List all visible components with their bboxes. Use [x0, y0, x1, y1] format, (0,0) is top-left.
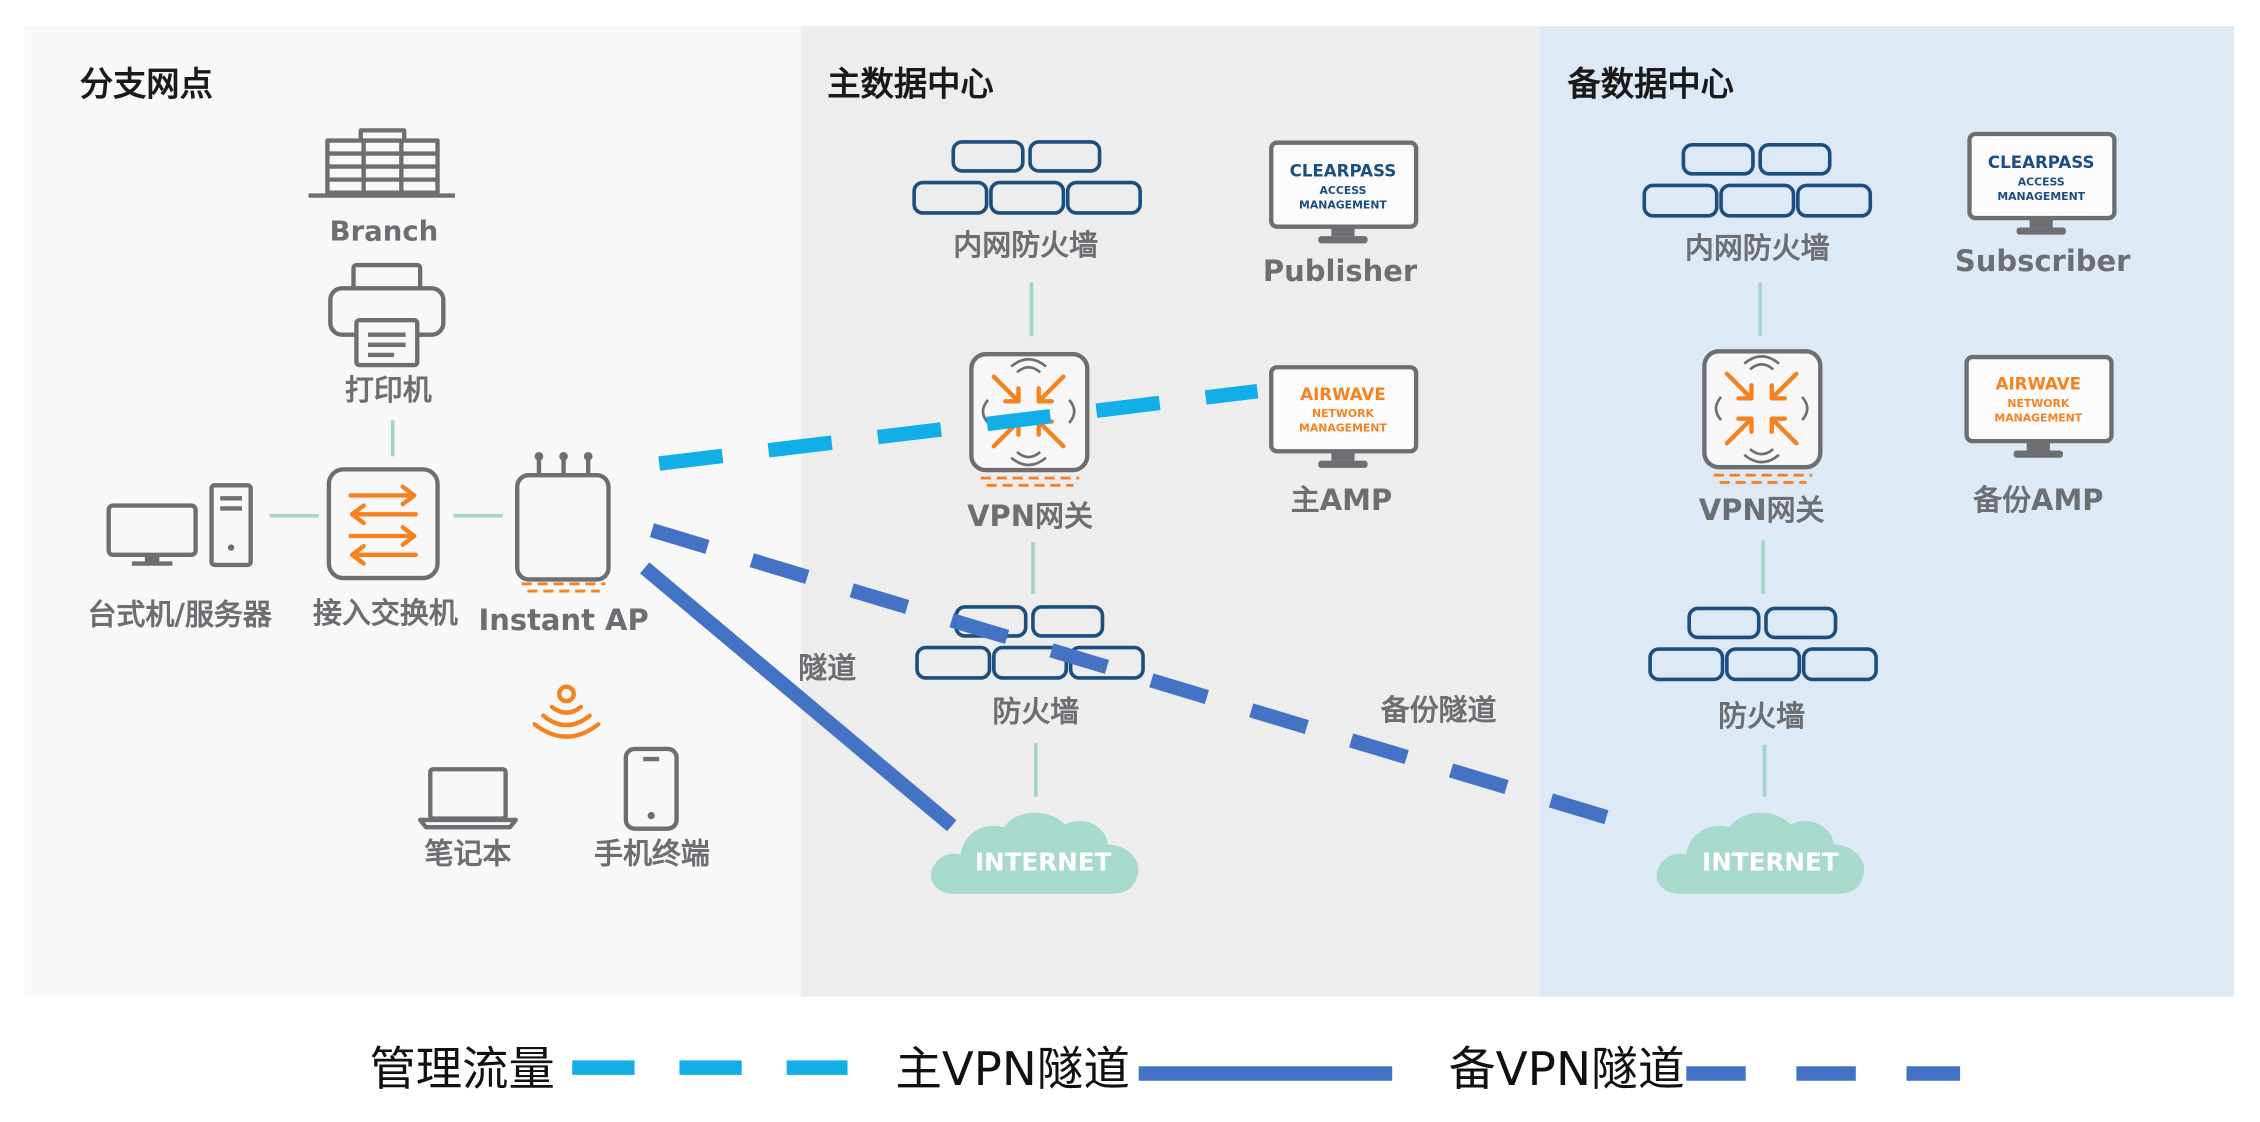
desktop-neck: [144, 554, 160, 563]
clearpass-brand: CLEARPASS: [1988, 153, 2095, 172]
phone-label: 手机终端: [594, 836, 710, 870]
access-switch-icon: [326, 467, 440, 581]
backup-tunnel-label: 备份隧道: [1380, 693, 1497, 727]
server-slots: [220, 496, 242, 511]
backup-firewall-label: 防火墙: [1718, 699, 1805, 733]
backup-vpn-tunnel-line: [649, 523, 1643, 835]
server-led: [227, 544, 235, 551]
primary-tunnel-label: 隧道: [798, 651, 856, 685]
instant-ap-icon: [515, 451, 611, 593]
branch-building-icon: [308, 128, 455, 198]
laptop-base: [417, 817, 518, 830]
ap-antenna-tip: [559, 451, 568, 461]
primary-airwave-monitor: AIRWAVE NETWORK MANAGEMENT: [1271, 367, 1416, 468]
publisher-label: Publisher: [1263, 254, 1418, 288]
backup-vpn-gateway-icon: [1704, 351, 1820, 482]
publisher-clearpass-monitor: CLEARPASS ACCESS MANAGEMENT: [1271, 143, 1416, 244]
branch-zone: [24, 26, 802, 997]
airwave-brand: AIRWAVE: [1996, 375, 2081, 394]
ap-antenna-tip: [534, 451, 544, 461]
switch-box: [326, 467, 440, 581]
backup-amp-label: 备份AMP: [1972, 483, 2103, 517]
backup-vpn-gateway-label: VPN网关: [1699, 493, 1825, 527]
legend: 管理流量 主VPN隧道 备VPN隧道: [369, 1042, 1961, 1096]
airwave-brand: AIRWAVE: [1300, 385, 1386, 404]
server-icon: [209, 483, 253, 568]
wifi-dot: [557, 684, 576, 704]
clearpass-line1: ACCESS: [2018, 175, 2065, 188]
primary-dc-title: 主数据中心: [827, 65, 993, 104]
printer-icon: [328, 262, 446, 368]
backup-dc-zone: [1539, 26, 2234, 997]
subscriber-label: Subscriber: [1955, 244, 2131, 278]
instant-ap-label: Instant AP: [478, 603, 648, 637]
switch-arrows: [348, 484, 418, 566]
airwave-line1: NETWORK: [2007, 397, 2069, 410]
branch-zone-title: 分支网点: [80, 65, 213, 104]
clearpass-brand: CLEARPASS: [1290, 162, 1397, 181]
legend-primary-vpn-label: 主VPN隧道: [895, 1042, 1130, 1096]
primary-dc-zone: [801, 26, 1540, 997]
legend-primary-vpn: 主VPN隧道: [895, 1042, 1393, 1096]
building-windows: [327, 140, 438, 193]
clearpass-line1: ACCESS: [1319, 184, 1366, 197]
wifi-icon: [532, 684, 601, 739]
legend-management-traffic: 管理流量: [369, 1042, 848, 1096]
phone-body: [623, 746, 679, 831]
desktop-icon: [106, 503, 198, 566]
wifi-arcs: [532, 704, 601, 739]
clearpass-line2: MANAGEMENT: [1997, 190, 2085, 203]
backup-internet-cloud: INTERNET: [1656, 812, 1865, 894]
subscriber-clearpass-monitor: CLEARPASS ACCESS MANAGEMENT: [1970, 134, 2115, 235]
airwave-line2: MANAGEMENT: [1994, 412, 2082, 425]
phone-icon: [623, 746, 679, 831]
legend-backup-vpn-label: 备VPN隧道: [1449, 1042, 1685, 1096]
access-switch-label: 接入交换机: [313, 596, 458, 630]
airwave-line1: NETWORK: [1312, 407, 1374, 420]
backup-airwave-monitor: AIRWAVE NETWORK MANAGEMENT: [1967, 357, 2112, 458]
backup-dc-title: 备数据中心: [1567, 65, 1734, 104]
legend-management-label: 管理流量: [369, 1042, 554, 1096]
primary-internet-cloud: INTERNET: [930, 812, 1139, 894]
ap-body: [515, 472, 611, 582]
branch-label: Branch: [330, 215, 439, 247]
primary-internet-label: INTERNET: [975, 848, 1112, 877]
server-tower: [209, 483, 253, 568]
primary-amp-label: 主AMP: [1291, 483, 1392, 517]
clearpass-line2: MANAGEMENT: [1299, 199, 1387, 212]
legend-backup-vpn: 备VPN隧道: [1449, 1042, 1961, 1096]
airwave-line2: MANAGEMENT: [1299, 422, 1387, 435]
primary-inner-firewall-label: 内网防火墙: [953, 228, 1098, 262]
desktop-server-label: 台式机/服务器: [87, 597, 272, 631]
management-traffic-line: [658, 383, 1259, 471]
ap-antenna-tip: [583, 451, 593, 461]
printer-label: 打印机: [345, 373, 432, 407]
primary-firewall-label: 防火墙: [992, 694, 1079, 728]
printer-paper-lines: [367, 332, 406, 358]
primary-vpn-tunnel-line: [640, 562, 957, 832]
building-top: [358, 128, 407, 141]
phone-home-button: [647, 811, 655, 820]
backup-internet-label: INTERNET: [1702, 848, 1839, 877]
backup-inner-firewall-label: 内网防火墙: [1685, 231, 1830, 265]
laptop-icon: [417, 767, 518, 830]
laptop-label: 笔记本: [424, 836, 511, 870]
primary-vpn-gateway-label: VPN网关: [967, 499, 1093, 533]
